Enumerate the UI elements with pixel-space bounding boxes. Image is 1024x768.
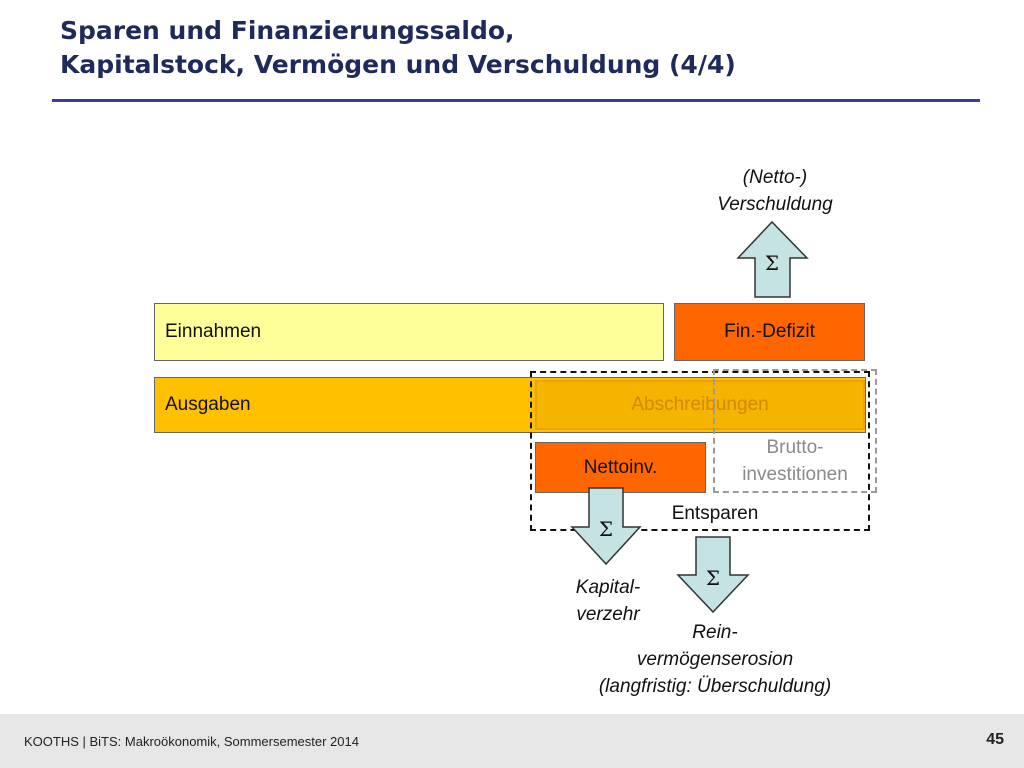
title-line-1: Sparen und Finanzierungssaldo, (60, 16, 515, 45)
abschreibungen-box: Abschreibungen (535, 380, 865, 430)
rein-line-3: (langfristig: Überschuldung) (598, 676, 832, 697)
page-number: 45 (986, 731, 1004, 748)
nettoinv-box: Nettoinv. (535, 442, 706, 493)
netto-verschuldung-line-2: Verschuldung (717, 194, 833, 215)
kapitalverzehr-line-1: Kapital- (575, 577, 641, 598)
sum-arrow-kapital-icon (570, 487, 642, 566)
kapitalverzehr-line-2: verzehr (576, 604, 640, 625)
netto-verschuldung-label: (Netto-) Verschuldung (690, 164, 860, 218)
title-line-2: Kapitalstock, Vermögen und Verschuldung … (60, 50, 736, 79)
bruttoinvestitionen-label: Brutto- investitionen (718, 434, 872, 488)
nettoinv-label: Nettoinv. (583, 456, 658, 478)
bruttoinvestitionen-frame (713, 369, 877, 493)
rein-line-1: Rein- (692, 622, 738, 643)
einnahmen-label: Einnahmen (165, 321, 262, 342)
abschreibungen-label: Abschreibungen (631, 394, 769, 415)
brutto-line-2: investitionen (742, 464, 848, 485)
kapitalverzehr-label: Kapital- verzehr (548, 574, 668, 628)
sum-symbol-rein: Σ (706, 566, 720, 590)
footer-bar (0, 714, 1024, 768)
entsparen-label: Entsparen (671, 503, 759, 524)
sum-arrow-up-icon (736, 220, 809, 298)
einnahmen-bar: Einnahmen (154, 303, 664, 361)
fin-defizit-box: Fin.-Defizit (674, 303, 865, 361)
rein-line-2: vermögenserosion (636, 649, 794, 670)
sum-symbol-kapital: Σ (599, 517, 613, 541)
ausgaben-label: Ausgaben (165, 394, 251, 415)
reinvermoegenserosion-label: Rein- vermögenserosion (langfristig: Übe… (560, 619, 870, 700)
netto-verschuldung-line-1: (Netto-) (742, 167, 808, 188)
title-underline (52, 99, 980, 102)
footer-text: KOOTHS | BiTS: Makroökonomik, Sommerseme… (24, 734, 359, 749)
entsparen-frame (530, 371, 870, 531)
fin-defizit-label: Fin.-Defizit (724, 321, 815, 342)
page-title: Sparen und Finanzierungssaldo, Kapitalst… (60, 14, 990, 82)
sum-arrow-rein-icon (676, 536, 750, 614)
brutto-line-1: Brutto- (766, 437, 824, 458)
sum-symbol-up: Σ (765, 251, 779, 275)
